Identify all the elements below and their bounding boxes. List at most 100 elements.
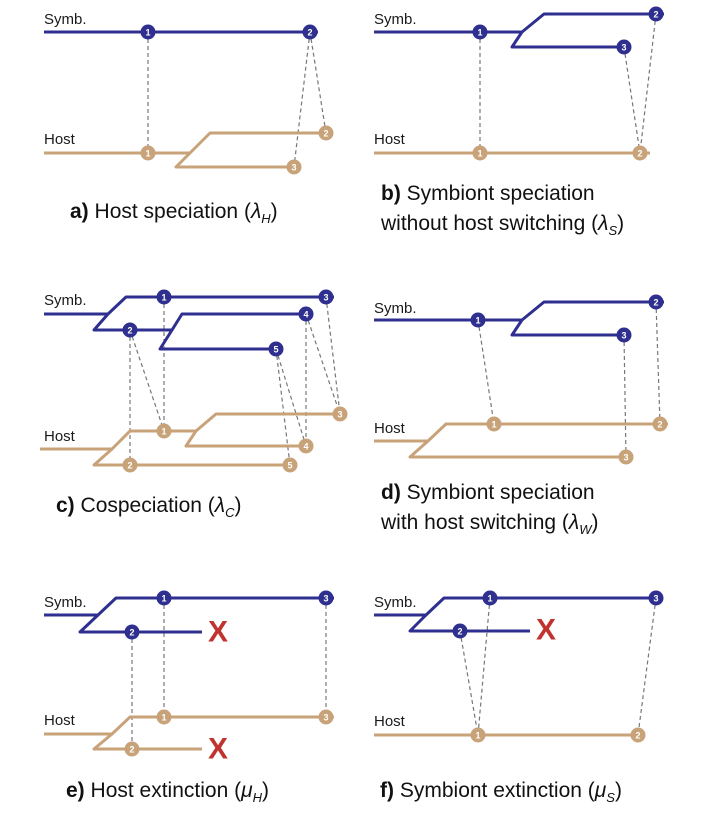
caption-line: with host switching (λW)	[380, 511, 599, 537]
symbiont-node-label: 3	[621, 331, 626, 341]
caption-symbol: μ	[594, 779, 607, 802]
association-link	[639, 13, 657, 154]
host-node-label: 1	[491, 420, 496, 430]
caption-text: Cospeciation (	[81, 494, 215, 517]
symbiont-node-label: 1	[145, 28, 150, 38]
host-node-label: 2	[635, 731, 640, 741]
host-node	[286, 159, 302, 175]
host-node-label: 1	[145, 149, 150, 159]
caption-subscript: H	[253, 790, 263, 805]
symbiont-node	[470, 312, 486, 328]
caption-letter: d)	[381, 481, 401, 504]
symbiont-node	[472, 24, 488, 40]
caption-line: a) Host speciation (λH)	[70, 200, 278, 226]
symbiont-node	[318, 289, 334, 305]
host-node-label: 1	[475, 731, 480, 741]
host-node-label: 2	[127, 461, 132, 471]
host-extinction-mark: X	[208, 733, 228, 766]
symbiont-node	[648, 294, 664, 310]
host-node	[298, 438, 314, 454]
symbiont-lineage	[374, 300, 664, 322]
symbiont-lineage	[44, 295, 334, 316]
host-lineage	[92, 732, 202, 751]
host-node	[486, 416, 502, 432]
caption-close: )	[615, 779, 622, 802]
symbiont-lineage	[78, 613, 202, 634]
symbiont-node-label: 2	[127, 326, 132, 336]
host-node-label: 2	[129, 745, 134, 755]
symbiont-node-label: 3	[653, 594, 658, 604]
caption-close: )	[617, 212, 624, 235]
caption-symbol: λ	[568, 511, 579, 534]
host-node	[156, 423, 172, 439]
association-link	[623, 46, 641, 154]
symbiont-node	[648, 6, 664, 22]
host-node	[618, 449, 634, 465]
host-node	[630, 727, 646, 743]
caption-subscript: C	[225, 505, 235, 520]
association-link	[325, 296, 341, 415]
symbiont-node-label: 2	[653, 10, 658, 20]
host-node-label: 3	[337, 410, 342, 420]
association-link	[477, 319, 495, 425]
association-link	[293, 31, 311, 168]
symbiont-node-label: 5	[273, 345, 278, 355]
association-link	[459, 630, 479, 736]
caption-text: Symbiont speciation	[407, 182, 595, 205]
symbiont-node	[452, 623, 468, 639]
symb-label: Symb.	[374, 594, 417, 611]
symbiont-node	[298, 306, 314, 322]
symbiont-node	[156, 289, 172, 305]
symbiont-node	[318, 590, 334, 606]
caption-line: e) Host extinction (μH)	[66, 779, 269, 805]
caption-symbol: λ	[597, 212, 608, 235]
symb-label: Symb.	[44, 11, 87, 28]
symbiont-lineage	[92, 312, 312, 332]
symb-label: Symb.	[374, 300, 417, 317]
caption-symbol: λ	[250, 200, 261, 223]
host-node-label: 3	[323, 713, 328, 723]
host-lineage	[184, 430, 308, 448]
host-label: Host	[44, 131, 76, 148]
association-link	[275, 348, 307, 447]
caption-text: without host switching (	[380, 212, 598, 235]
host-lineage	[92, 447, 296, 467]
caption-line: without host switching (λS)	[380, 212, 624, 238]
caption-line: b) Symbiont speciation	[381, 182, 595, 205]
host-node-label: 4	[303, 442, 308, 452]
symbiont-lineage	[408, 613, 530, 633]
host-lineage	[374, 422, 668, 443]
host-node	[332, 406, 348, 422]
host-node	[122, 457, 138, 473]
host-node	[472, 145, 488, 161]
symbiont-node	[482, 590, 498, 606]
symbiont-node-label: 2	[129, 628, 134, 638]
association-link	[655, 301, 661, 425]
symbiont-node-label: 2	[653, 298, 658, 308]
symbiont-extinction-mark: X	[208, 616, 228, 649]
caption-symbol: λ	[214, 494, 225, 517]
caption-text: with host switching (	[380, 511, 569, 534]
symbiont-lineage	[44, 596, 334, 617]
symbiont-node	[302, 24, 318, 40]
caption-line: c) Cospeciation (λC)	[56, 494, 242, 520]
caption-line: f) Symbiont extinction (μS)	[380, 779, 622, 805]
caption-letter: a)	[70, 200, 89, 223]
symbiont-lineage	[510, 31, 630, 49]
symb-label: Symb.	[374, 11, 417, 28]
host-node	[156, 709, 172, 725]
symbiont-node-label: 3	[323, 293, 328, 303]
caption-letter: f)	[380, 779, 394, 802]
association-link	[305, 313, 341, 415]
host-node	[140, 145, 156, 161]
symbiont-node	[156, 590, 172, 606]
association-link	[477, 597, 491, 736]
host-lineage	[174, 151, 294, 169]
caption-close: )	[592, 511, 599, 534]
host-node-label: 1	[161, 713, 166, 723]
host-node-label: 3	[623, 453, 628, 463]
caption-text: Host extinction (	[91, 779, 242, 802]
host-node	[318, 125, 334, 141]
symbiont-lineage	[374, 596, 662, 617]
